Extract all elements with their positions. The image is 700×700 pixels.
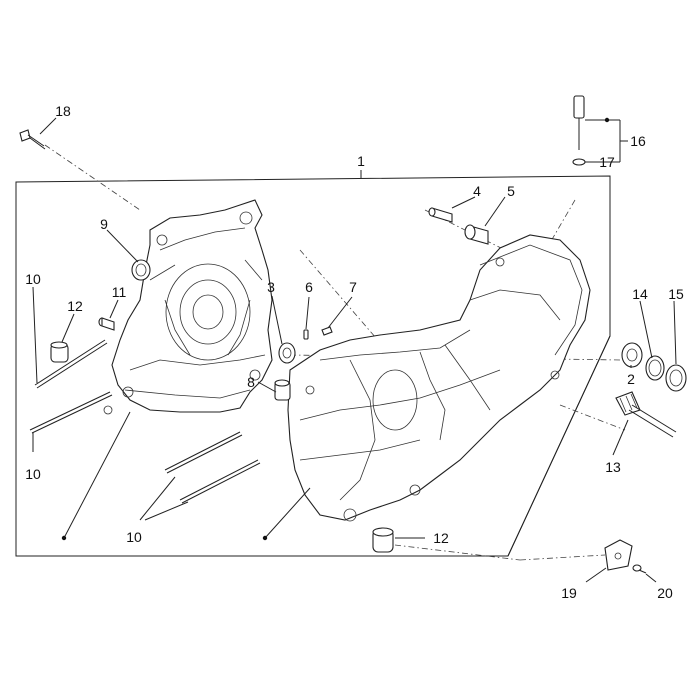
pin-11: [98, 317, 115, 331]
oil-seal-3: [278, 342, 296, 364]
marker-dot: [262, 535, 268, 541]
callout-12-right: 12: [433, 530, 449, 546]
callout-10-studs-center: 10: [126, 529, 142, 545]
callout-8: 8: [247, 374, 255, 390]
callout-12-left: 12: [67, 298, 83, 314]
dowel-8: [274, 379, 291, 401]
bushing-12-right: [372, 527, 394, 553]
callout-9: 9: [100, 216, 108, 232]
marker-dot: [61, 535, 67, 541]
oil-seal-15: [665, 364, 687, 392]
dowel-4: [428, 207, 453, 223]
callout-3: 3: [267, 279, 275, 295]
callout-13: 13: [605, 459, 621, 475]
bracket-19: [604, 539, 633, 571]
oil-seal-9: [131, 259, 151, 281]
oil-dipstick-16: [572, 95, 586, 166]
washer-14: [645, 355, 665, 381]
callout-15: 15: [668, 286, 684, 302]
bearing-2: [621, 342, 643, 368]
callout-10-studs-left: 10: [25, 271, 41, 287]
callout-2: 2: [627, 371, 635, 387]
bolt-18: [19, 129, 46, 150]
bushing-12-left: [50, 341, 69, 363]
pin-6: [303, 329, 309, 340]
callout-20: 20: [657, 585, 673, 601]
right-crankcase-half: [287, 234, 591, 522]
callout-5: 5: [507, 183, 515, 199]
callout-17: 17: [599, 154, 615, 170]
callout-19: 19: [561, 585, 577, 601]
callout-4: 4: [473, 183, 481, 199]
callout-18: 18: [55, 103, 71, 119]
callout-7: 7: [349, 279, 357, 295]
callout-6: 6: [305, 279, 313, 295]
bushing-5: [464, 224, 489, 245]
screw-20: [632, 564, 647, 574]
pin-7: [321, 326, 333, 336]
left-crankcase-half: [103, 199, 273, 415]
callout-10-studs-lower: 10: [25, 466, 41, 482]
callout-16: 16: [630, 133, 646, 149]
frame-slant-edge: [507, 335, 611, 557]
callout-11: 11: [112, 284, 127, 300]
leader-lines: [32, 117, 677, 583]
callout-1: 1: [357, 153, 365, 169]
stud-bolts-10: [29, 339, 261, 504]
marker-dot: [604, 117, 610, 123]
shaft-13: [615, 391, 677, 438]
callout-14: 14: [632, 286, 648, 302]
